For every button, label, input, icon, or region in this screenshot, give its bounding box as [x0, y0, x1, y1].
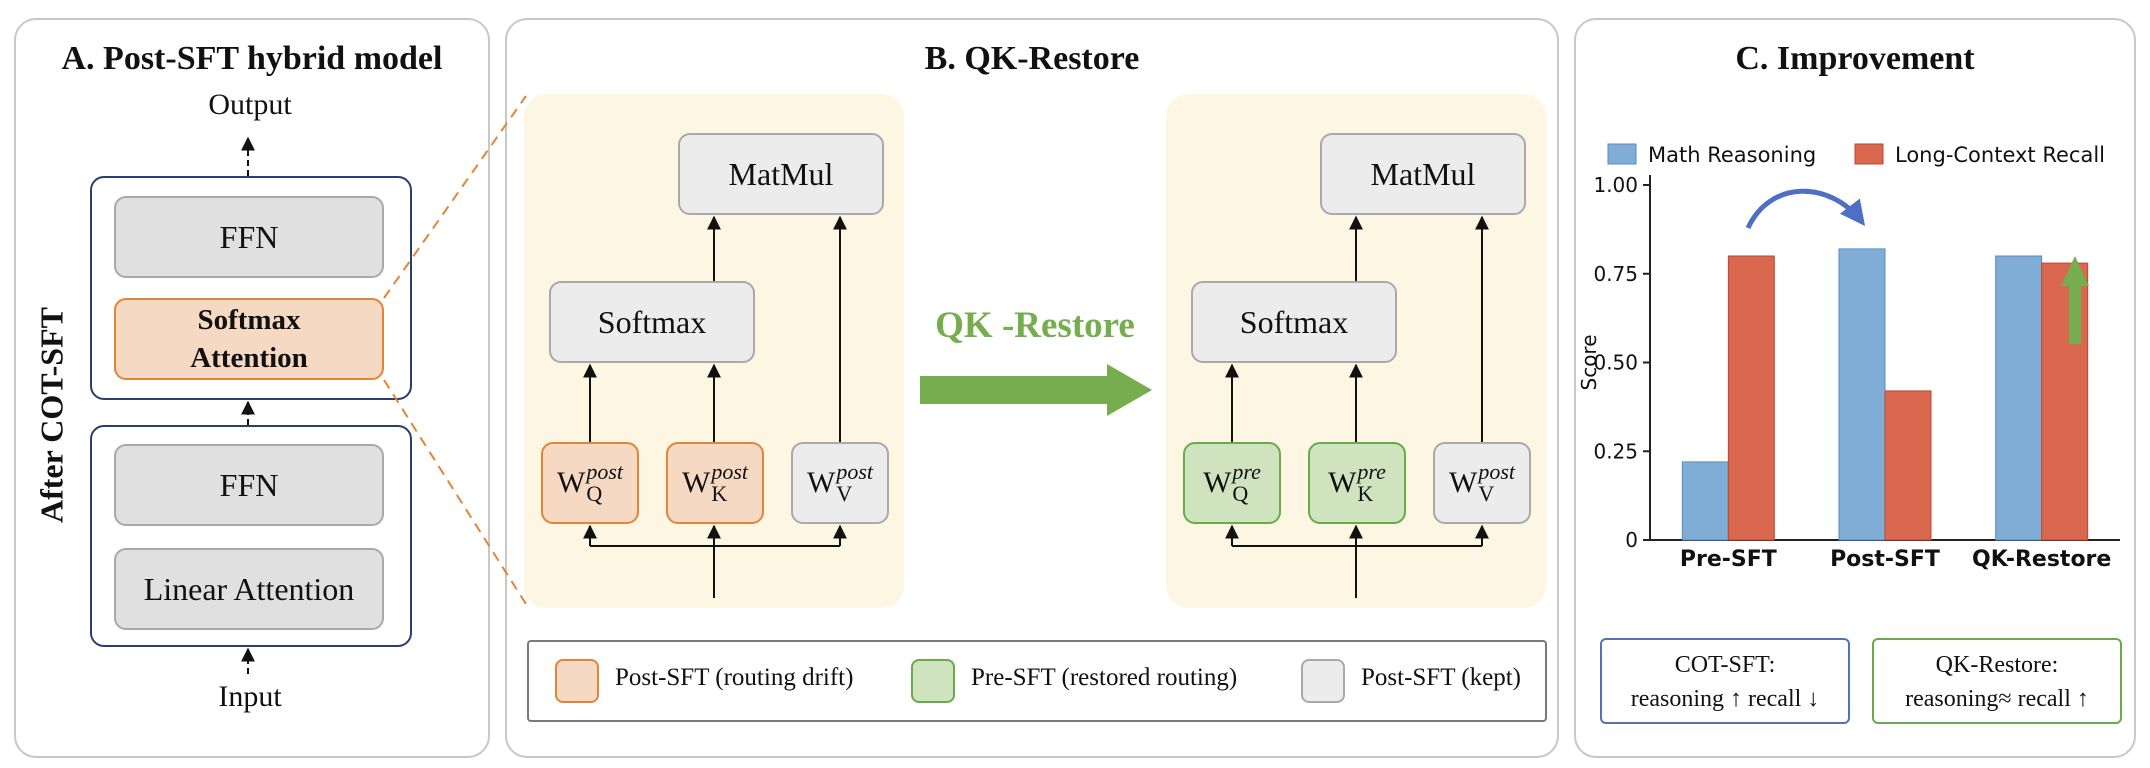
legend-label: Math Reasoning [1648, 143, 1816, 167]
panel-c-title: C. Improvement [1735, 40, 1975, 77]
panel-b-legend: Post-SFT (routing drift) Pre-SFT (restor… [527, 640, 1547, 722]
y-tick-label: 0.25 [1593, 439, 1638, 463]
y-tick-label: 0.50 [1593, 351, 1638, 375]
left-softmax-box: Softmax [549, 281, 755, 363]
recall-up-arrow [2061, 256, 2089, 344]
legend-swatch-kept [1301, 659, 1345, 703]
left-matmul-box: MatMul [678, 133, 884, 215]
x-tick-label: Pre-SFT [1680, 547, 1777, 572]
softmax-attention-box: Softmax Attention [114, 298, 384, 380]
legend-swatch-drift [555, 659, 599, 703]
output-label: Output [208, 88, 292, 121]
note-cot-sft: COT-SFT: reasoning ↑ recall ↓ [1600, 638, 1850, 724]
legend-swatch [1607, 143, 1637, 165]
legend-label-drift: Post-SFT (routing drift) [615, 664, 854, 691]
legend-label-restored: Pre-SFT (restored routing) [971, 664, 1238, 691]
x-tick-label: QK-Restore [1972, 547, 2111, 572]
legend-swatch [1854, 143, 1884, 165]
upper-block [90, 176, 412, 400]
bar [1884, 390, 1932, 541]
bar [1727, 255, 1775, 541]
right-matmul-box: MatMul [1320, 133, 1526, 215]
bar [1681, 461, 1729, 541]
qk-restore-big-arrow [920, 364, 1152, 416]
note-qk-restore: QK-Restore: reasoning≈ recall ↑ [1872, 638, 2122, 724]
zoom-line-bottom [383, 379, 527, 605]
y-tick-label: 1.00 [1593, 173, 1638, 197]
y-tick-label: 0.75 [1593, 262, 1638, 286]
panel-b-title: B. QK-Restore [924, 40, 1140, 77]
ffn-bottom-box: FFN [114, 444, 384, 526]
lower-block [90, 425, 412, 647]
input-label: Input [218, 680, 282, 713]
qk-restore-arrow-label: QK -Restore [935, 305, 1135, 346]
legend-swatch-restored [911, 659, 955, 703]
legend-label-kept: Post-SFT (kept) [1361, 664, 1521, 691]
right-attention-arrows [1225, 215, 1489, 598]
x-tick-label: Post-SFT [1830, 547, 1940, 572]
ffn-top-box: FFN [114, 196, 384, 278]
linear-attention-box: Linear Attention [114, 548, 384, 630]
left-attention-arrows [583, 215, 847, 598]
y-tick-label: 0 [1625, 528, 1638, 552]
legend-label: Long-Context Recall [1895, 143, 2105, 167]
bar [1995, 255, 2043, 541]
y-axis-label: Score [1577, 334, 1601, 390]
panel-a-title: A. Post-SFT hybrid model [61, 40, 443, 77]
drift-curve-arrow [1745, 188, 1866, 230]
zoom-line-top [383, 95, 527, 299]
bar [1838, 248, 1886, 541]
right-softmax-box: Softmax [1191, 281, 1397, 363]
